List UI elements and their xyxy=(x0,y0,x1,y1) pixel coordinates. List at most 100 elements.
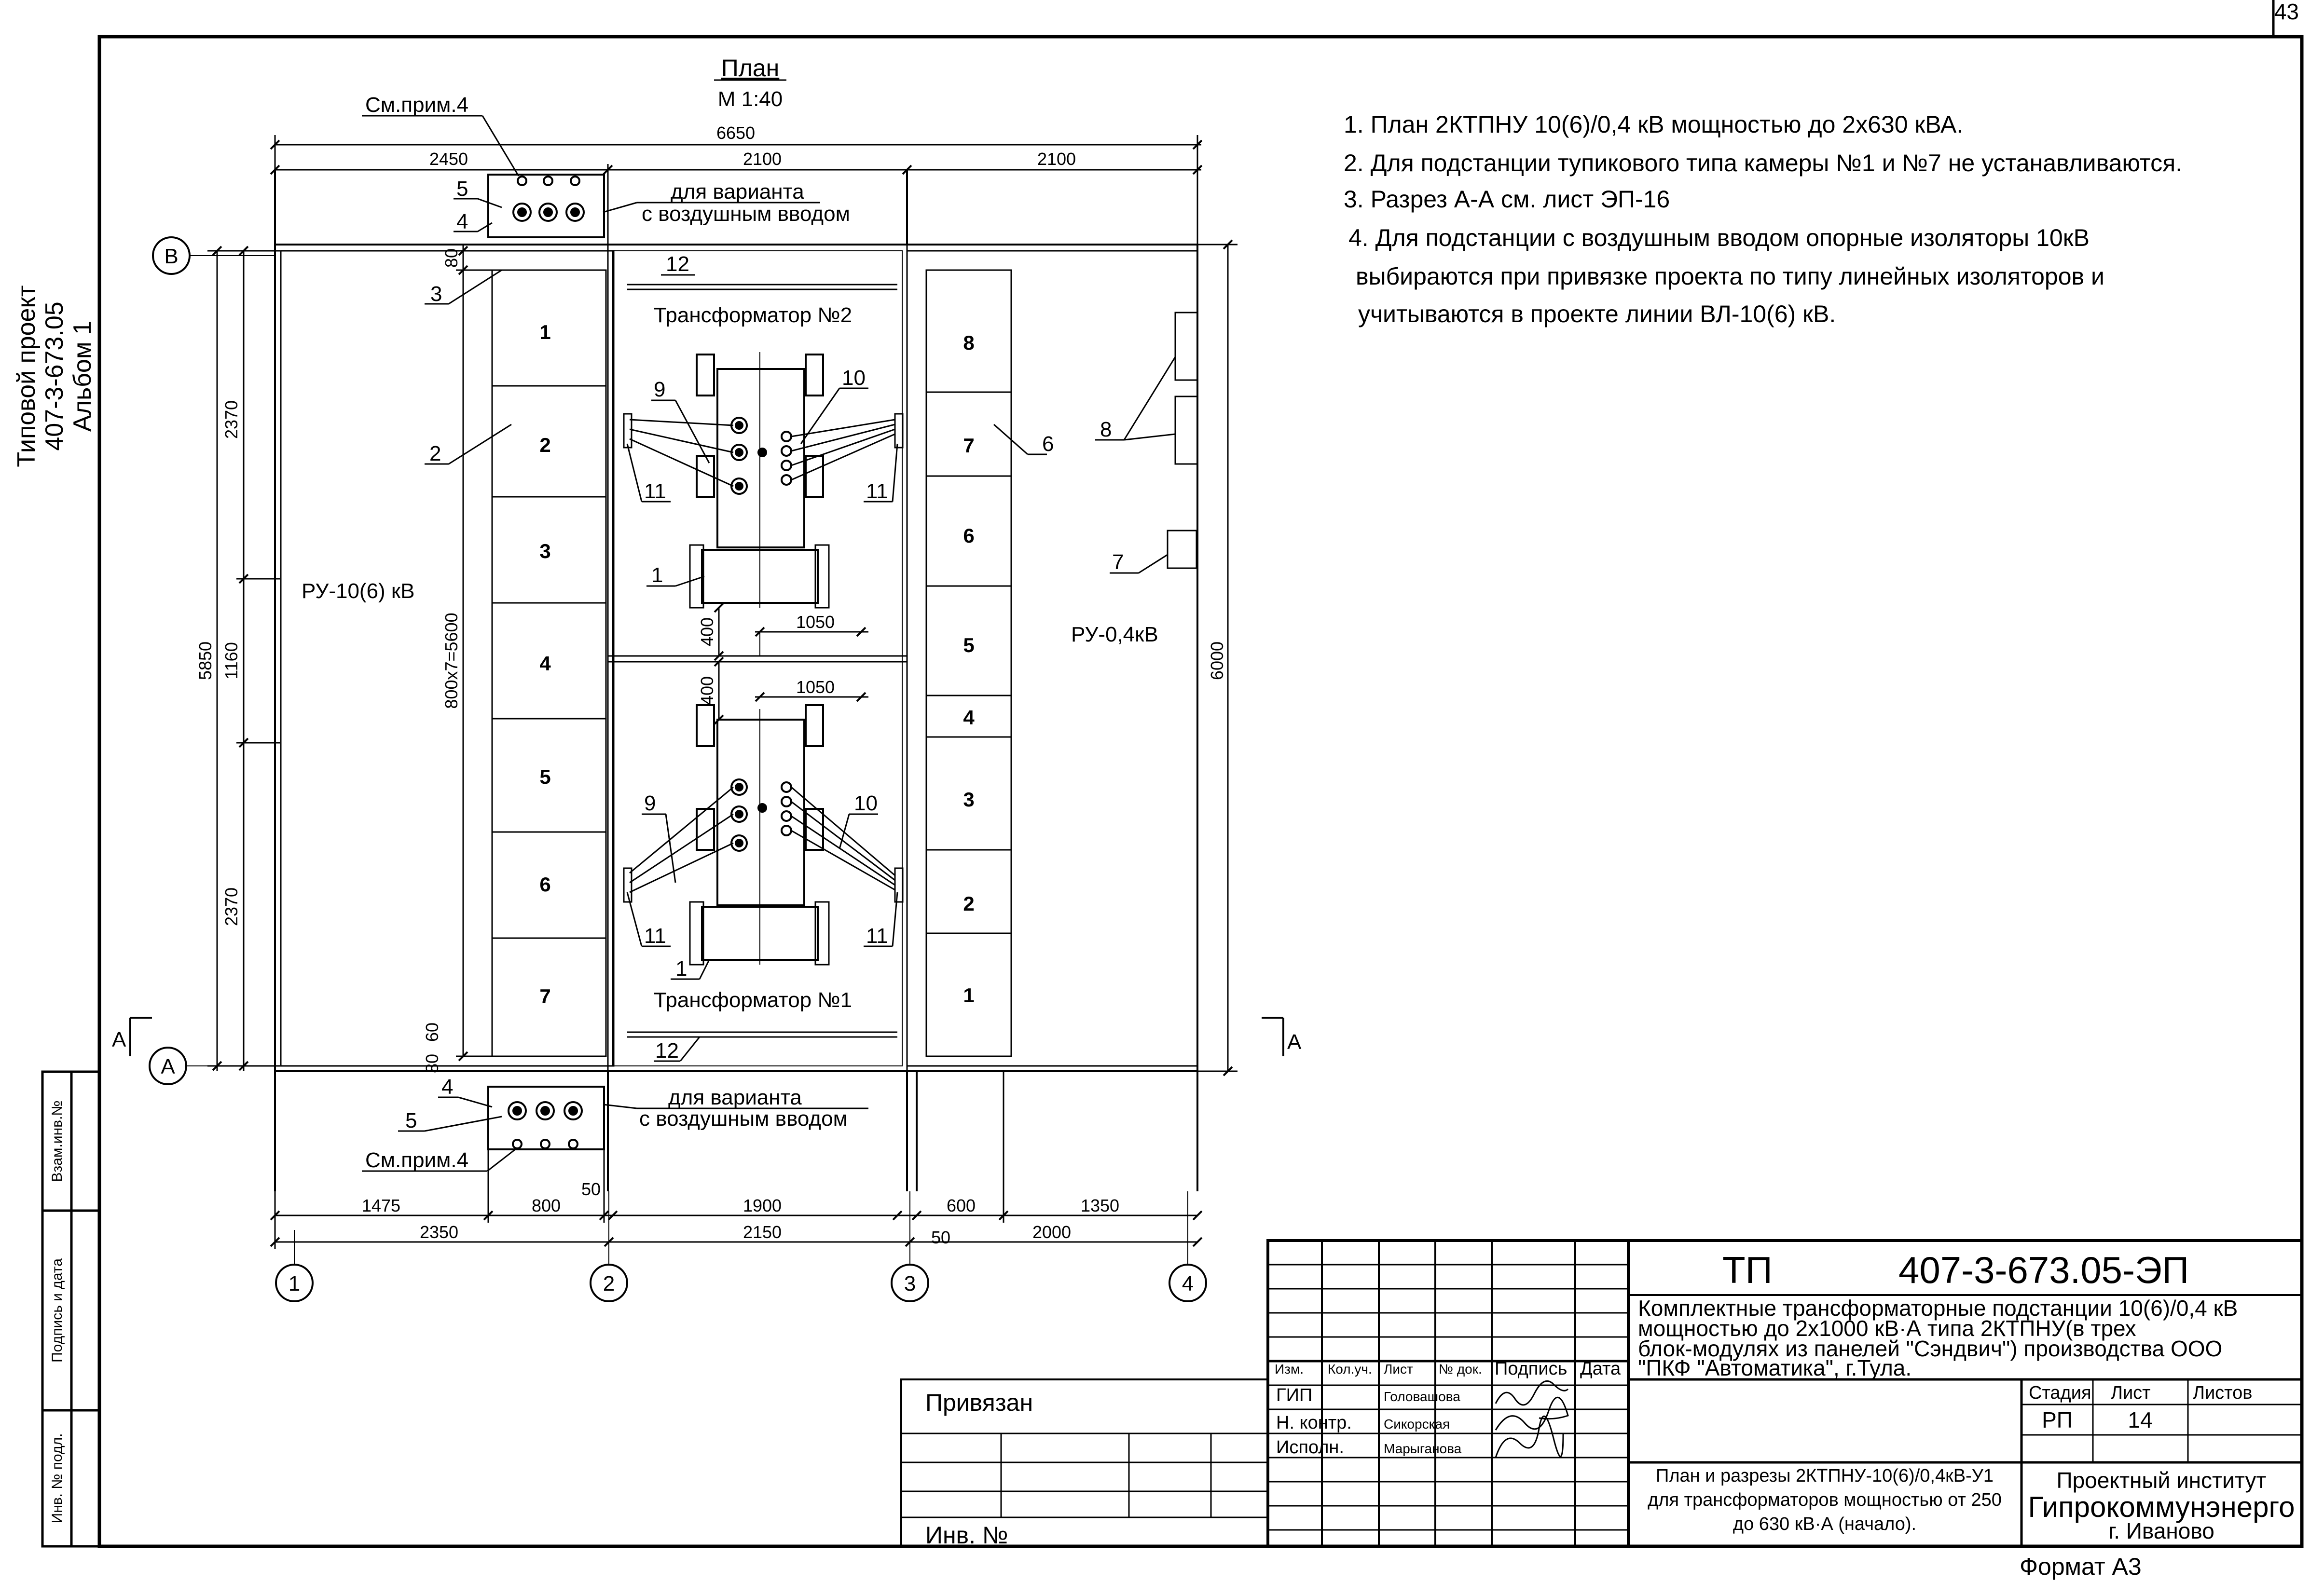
variant-top-line1: для варианта xyxy=(671,180,804,204)
axis-markers xyxy=(149,236,1207,1302)
axis-2: 2 xyxy=(603,1272,615,1296)
ru04-cell-4: 4 xyxy=(963,706,975,729)
tb-col-doc: № док. xyxy=(1439,1362,1482,1377)
callout-12-top: 12 xyxy=(666,252,689,276)
tb-role-gip: ГИП xyxy=(1276,1385,1312,1405)
callout-1-top: 1 xyxy=(651,563,663,587)
building-outline xyxy=(274,170,1198,1191)
plan-scale: М 1:40 xyxy=(718,87,783,111)
ru10-cell-7: 7 xyxy=(539,985,550,1008)
notes: 1. План 2КТПНУ 10(6)/0,4 кВ мощностью до… xyxy=(1344,111,2182,327)
tb-col-izm: Изм. xyxy=(1275,1362,1304,1377)
dim-1050-bottom: 1050 xyxy=(796,677,835,697)
callout-5-bottom: 5 xyxy=(405,1109,417,1132)
ru04-cell-7: 7 xyxy=(963,434,974,457)
ru10-cell-2: 2 xyxy=(539,434,550,456)
dimension-lines xyxy=(207,135,1238,1249)
callout-10-top: 10 xyxy=(842,366,866,390)
dim-bottom-1475: 1475 xyxy=(362,1196,400,1215)
note-4-cont2: учитываются в проекте линии ВЛ-10(6) кВ. xyxy=(1358,300,1836,327)
variant-bottom-line2: с воздушным вводом xyxy=(639,1107,848,1131)
axis-labels: В А 1 2 3 4 xyxy=(161,245,1194,1296)
tb-stage-hdr: Стадия xyxy=(2029,1383,2091,1403)
busbars xyxy=(627,284,897,1038)
dim-left-1160: 1160 xyxy=(221,642,241,679)
axis-a: А xyxy=(161,1055,175,1078)
callout-1-bottom: 1 xyxy=(675,957,687,981)
see-note-bottom: См.прим.4 xyxy=(365,1148,468,1172)
ru10-cell-5: 5 xyxy=(539,765,550,788)
callout-4-bottom: 4 xyxy=(441,1075,453,1099)
callout-3: 3 xyxy=(430,282,442,306)
section-mark-left: А xyxy=(112,1028,126,1051)
axis-4: 4 xyxy=(1182,1272,1194,1296)
callout-9-bottom: 9 xyxy=(644,791,656,815)
tb-code: 407-3-673.05-ЭП xyxy=(1898,1249,2189,1291)
ru10-cell-4: 4 xyxy=(539,652,551,675)
dim-bottom-2000: 2000 xyxy=(1032,1222,1071,1242)
plan-title: План xyxy=(721,55,780,82)
callout-7: 7 xyxy=(1112,550,1124,574)
tb-col-podpis: Подпись xyxy=(1495,1359,1567,1379)
tb-sheet: 14 xyxy=(2128,1407,2152,1432)
callout-12-bottom: 12 xyxy=(655,1039,679,1063)
tb-col-list: Лист xyxy=(1384,1362,1413,1377)
section-mark-right: А xyxy=(1287,1030,1302,1054)
axis-1: 1 xyxy=(289,1272,300,1296)
tb-sheet-title-3: до 630 кВ·А (начало). xyxy=(1733,1514,1916,1534)
dim-bottom-2350: 2350 xyxy=(420,1222,458,1242)
tb-desc-1: Комплектные трансформаторные подстанции … xyxy=(1638,1296,2238,1321)
ru10-cabinets xyxy=(491,269,607,1057)
callout-labels: 5 4 3 2 12 9 10 11 11 1 6 8 7 9 10 11 11… xyxy=(405,177,1124,1132)
callout-9-top: 9 xyxy=(654,378,665,401)
callout-5-top: 5 xyxy=(456,177,468,201)
dim-bottom-50b: 50 xyxy=(931,1227,950,1247)
tb-sheet-hdr: Лист xyxy=(2111,1383,2151,1403)
tb-sheet-title-2: для трансформаторов мощностью от 250 xyxy=(1648,1490,2002,1510)
dim-1050-top: 1050 xyxy=(796,612,835,632)
dim-80-top: 80 xyxy=(441,248,461,268)
dim-left-2370a: 2370 xyxy=(221,400,241,439)
side-stamp-line1: Типовой проект xyxy=(13,285,41,467)
dim-400-top: 400 xyxy=(697,617,717,646)
ru04-panels xyxy=(925,269,1012,1057)
note-4: 4. Для подстанции с воздушным вводом опо… xyxy=(1348,224,2090,251)
see-note-top: См.прим.4 xyxy=(365,93,468,117)
tb-name-3: Марыганова xyxy=(1384,1441,1462,1456)
callout-10-bottom: 10 xyxy=(854,791,878,815)
callout-2: 2 xyxy=(429,442,441,465)
note-3: 3. Разрез А-А см. лист ЭП-16 xyxy=(1344,186,1670,213)
axis-3: 3 xyxy=(904,1272,916,1296)
privyazan-box xyxy=(900,1378,1269,1547)
variant-top-line2: с воздушным вводом xyxy=(642,202,850,226)
tb-code-prefix: ТП xyxy=(1722,1249,1773,1291)
tb-sheet-title-1: План и разрезы 2КТПНУ-10(6)/0,4кВ-У1 xyxy=(1656,1466,1994,1486)
page-number: 43 xyxy=(2274,0,2299,24)
side-box-podpis: Подпись и дата xyxy=(49,1258,65,1363)
tb-stage: РП xyxy=(2042,1407,2073,1432)
transformer-1-label: Трансформатор №1 xyxy=(654,988,852,1012)
dim-top-2100a: 2100 xyxy=(743,149,782,169)
tb-role-ispoln: Исполн. xyxy=(1276,1437,1344,1458)
insulator-block-bottom xyxy=(487,1086,605,1150)
callout-11-top-right: 11 xyxy=(866,479,888,503)
transformer-1 xyxy=(623,704,904,966)
dim-inner-800x7: 800х7=5600 xyxy=(441,613,461,709)
dim-80-bottom: 80 xyxy=(422,1054,442,1073)
note-4-cont1: выбираются при привязке проекта по типу … xyxy=(1356,263,2104,290)
dim-bottom-1900: 1900 xyxy=(743,1196,782,1215)
tb-col-data: Дата xyxy=(1580,1359,1621,1379)
axis-b: В xyxy=(164,245,178,268)
tb-sheets-hdr: Листов xyxy=(2193,1383,2252,1403)
tb-col-kolvo: Кол.уч. xyxy=(1328,1362,1372,1377)
tb-privyazan: Привязан xyxy=(925,1389,1033,1416)
ru10-cell-3: 3 xyxy=(539,540,550,562)
dim-top-2450: 2450 xyxy=(429,149,468,169)
tb-desc-2: мощностью до 2х1000 кВ·А типа 2КТПНУ(в т… xyxy=(1638,1316,2136,1341)
side-boxes xyxy=(41,1070,101,1548)
tb-org-2: Гипрокоммунэнерго xyxy=(2028,1491,2295,1523)
tb-inv-no: Инв. № xyxy=(925,1522,1008,1549)
signatures xyxy=(1495,1380,1569,1458)
dim-60: 60 xyxy=(422,1023,442,1042)
dim-bottom-800: 800 xyxy=(532,1196,561,1215)
